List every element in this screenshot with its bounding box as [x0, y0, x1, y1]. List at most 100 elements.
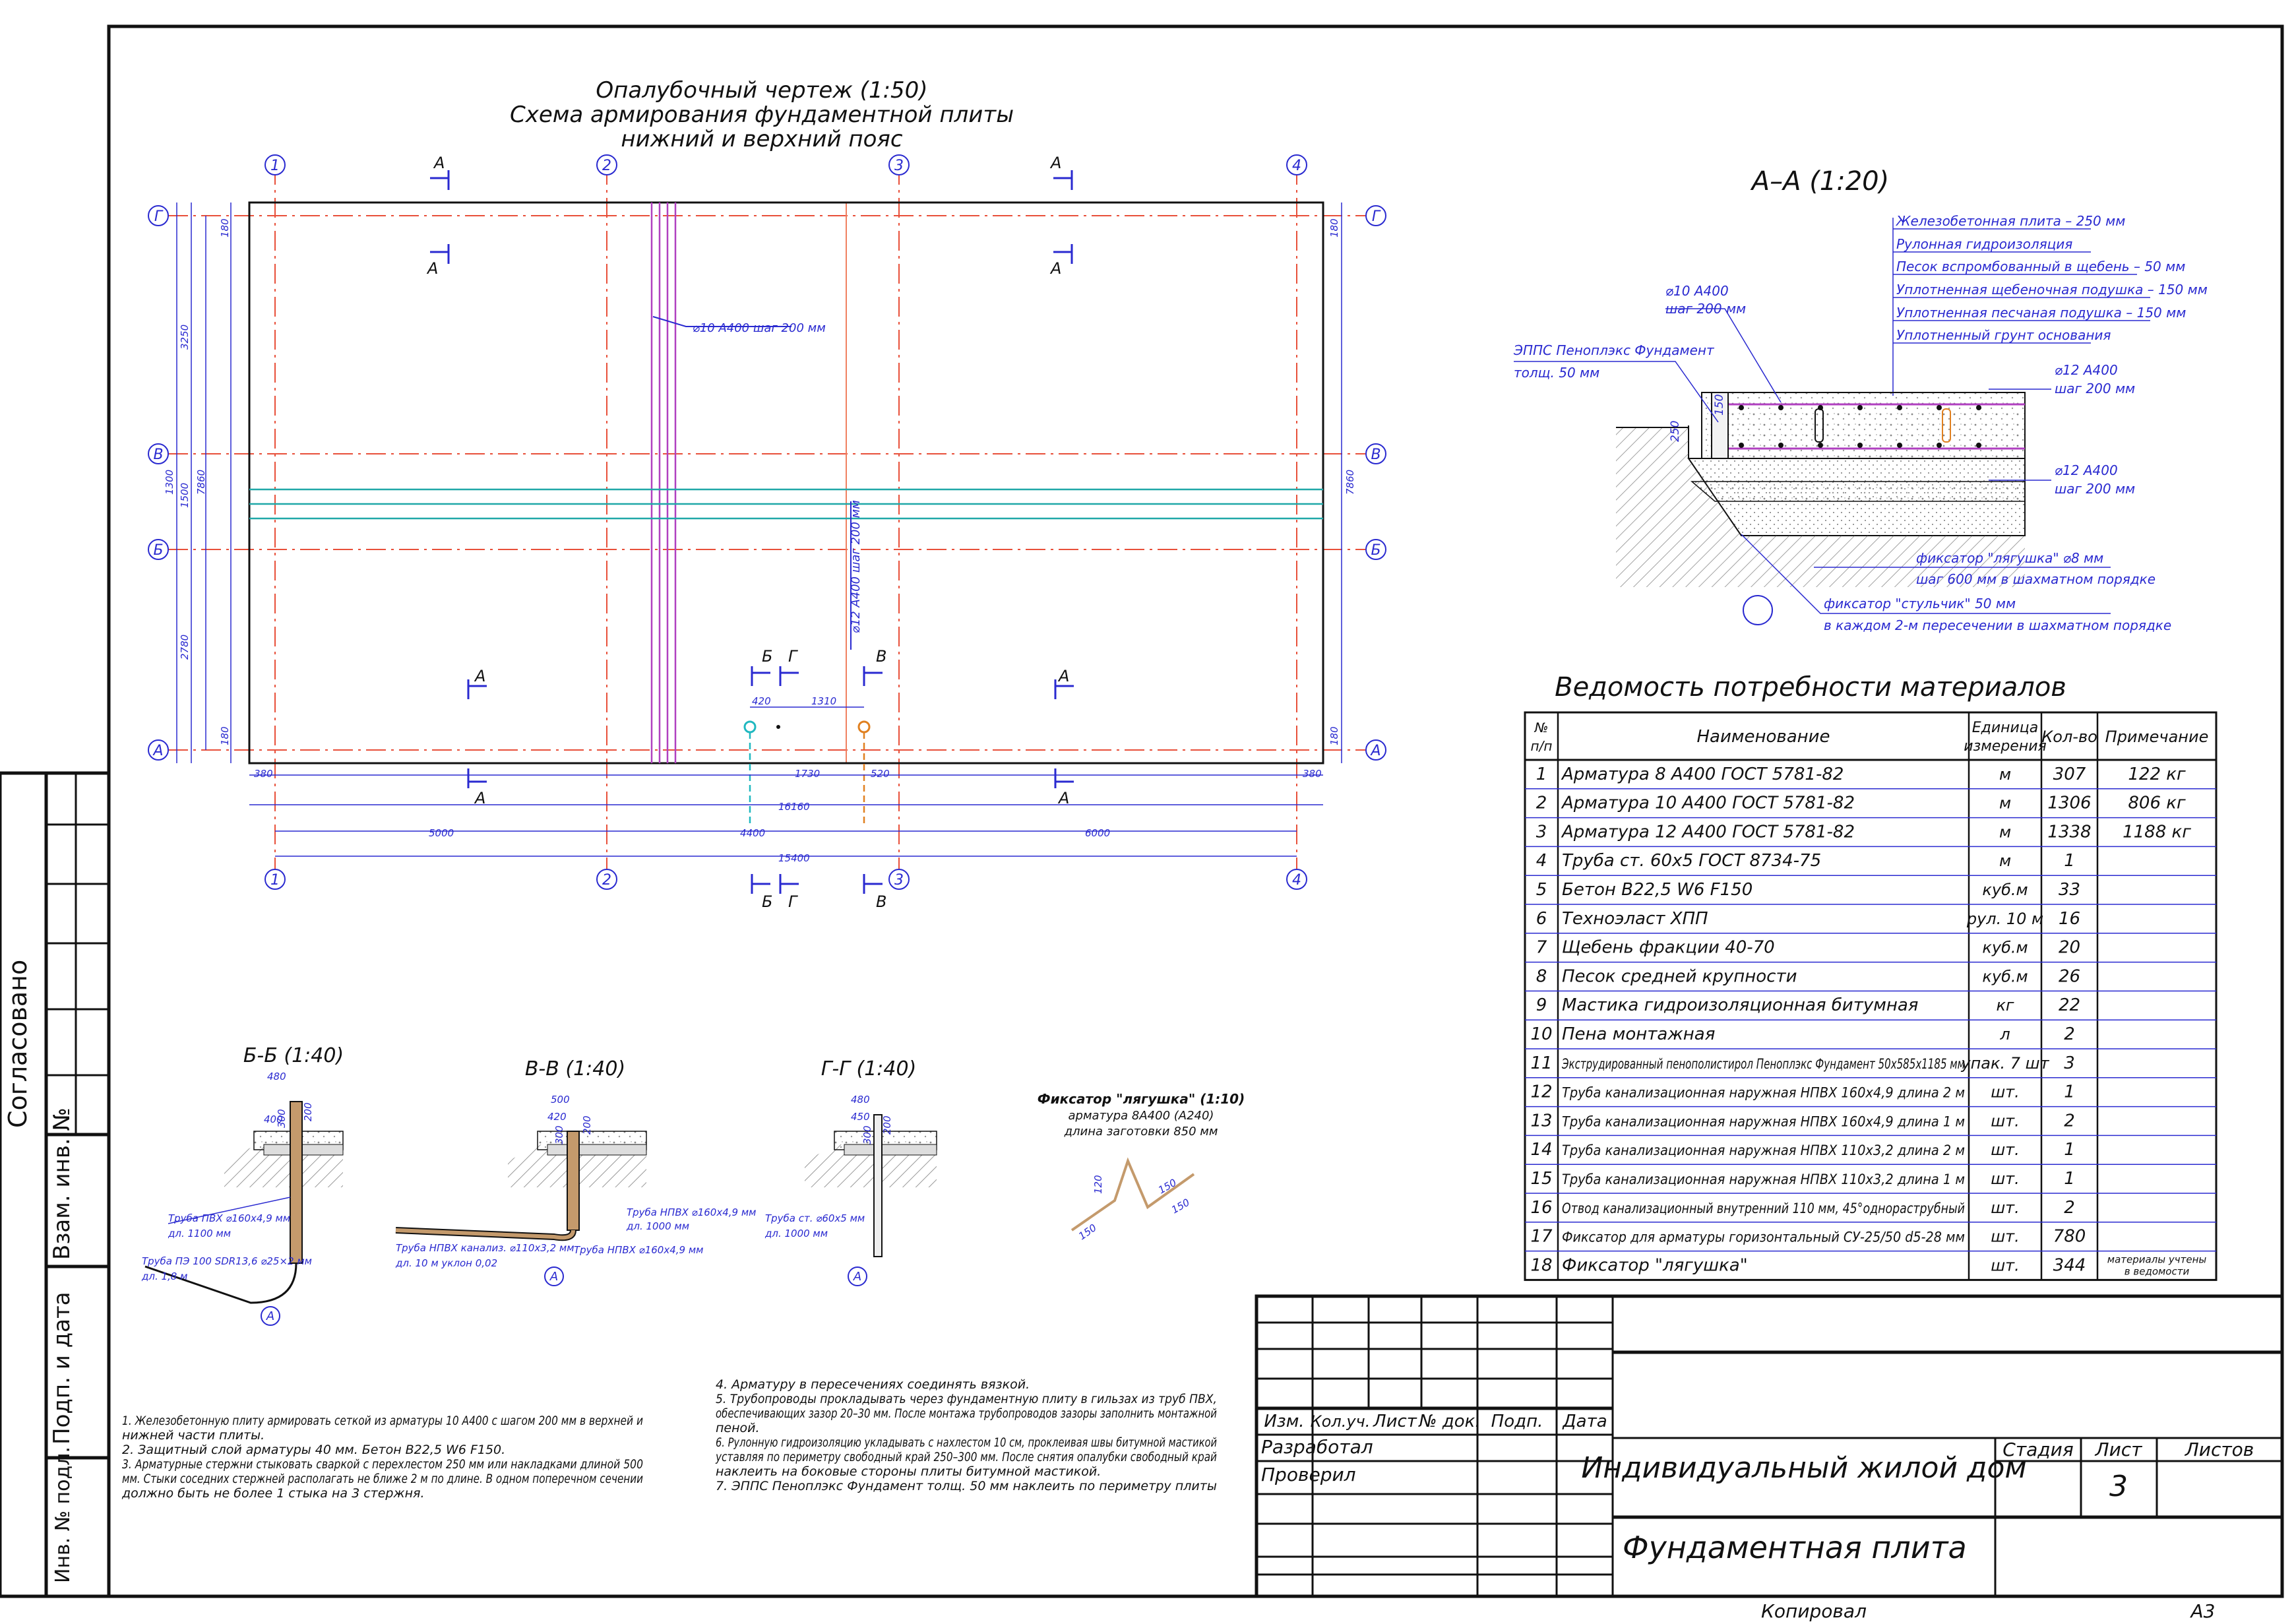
- table-cell-name: Фиксатор "лягушка": [1562, 1255, 1748, 1275]
- tb-format: А3: [2190, 1600, 2216, 1622]
- bb-axis: А: [266, 1309, 274, 1323]
- tb-list: Лист: [1373, 1412, 1417, 1431]
- sec-a-8: А: [1057, 789, 1069, 807]
- table-header: Кол-во: [2041, 728, 2097, 746]
- note-line: мм. Стыки соседних стержней располагать …: [122, 1472, 643, 1486]
- dim-pipe-2: 1310: [811, 695, 836, 707]
- aa-rebar-top-2: шаг 200 мм: [2055, 381, 2135, 396]
- note-line: нижней части плиты.: [122, 1428, 264, 1443]
- table-cell-qty: 1: [2064, 1140, 2075, 1160]
- gg-title: Г-Г (1:40): [821, 1057, 917, 1080]
- tb-list-num: 3: [2109, 1470, 2128, 1503]
- aa-fix2-a: фиксатор "стульчик" 50 мм: [1824, 596, 2016, 611]
- table-cell-unit: кг: [1996, 996, 2014, 1015]
- sec-a-7: А: [1057, 667, 1069, 685]
- note-line: пеной.: [716, 1421, 760, 1435]
- aa-dim-150: 150: [1713, 394, 1726, 416]
- table-cell-qty: 1: [2064, 1169, 2075, 1189]
- table-cell-num: 3: [1536, 822, 1547, 842]
- tb-stadiya: Стадия: [2002, 1439, 2073, 1460]
- aa-rebar-bot-1: ⌀12 А400: [2055, 462, 2118, 478]
- rebar-note-10: ⌀10 А400 шаг 200 мм: [693, 321, 826, 335]
- bb-note-1b: дл. 1100 мм: [168, 1228, 231, 1239]
- table-cell-num: 10: [1530, 1024, 1552, 1044]
- note-line: должно быть не более 1 стыка на 3 стержн…: [121, 1486, 425, 1501]
- aa-rebar-bot-2: шаг 200 мм: [2055, 481, 2135, 497]
- tb-data: Дата: [1562, 1412, 1607, 1431]
- table-cell-unit: шт.: [1991, 1199, 2020, 1217]
- note-line: 4. Арматуру в пересечениях соединять вяз…: [716, 1377, 1030, 1392]
- table-cell-unit: шт.: [1991, 1083, 2020, 1102]
- section-markers: [430, 170, 1074, 894]
- table-cell-note: в ведомости: [2125, 1265, 2190, 1277]
- axis-b-right: Б: [1371, 542, 1381, 559]
- table-cell-qty: 2: [2064, 1198, 2075, 1218]
- plan-title-3: нижний и верхний пояс: [621, 126, 902, 152]
- gg-axis: А: [853, 1270, 861, 1284]
- table-cell-name: Бетон В22,5 W6 F150: [1562, 880, 1753, 900]
- layer-2: Рулонная гидроизоляция: [1896, 236, 2072, 252]
- vv-title: В-В (1:40): [525, 1057, 625, 1080]
- table-cell-name: Пена монтажная: [1562, 1024, 1715, 1044]
- table-cell-unit: шт.: [1991, 1170, 2020, 1188]
- table-cell-num: 15: [1530, 1169, 1552, 1189]
- note-line: наклеить на боковые стороны плиты битумн…: [716, 1464, 1101, 1479]
- table-cell-num: 12: [1530, 1082, 1552, 1102]
- gg-dim-1: 480: [851, 1094, 870, 1106]
- table-cell-num: 17: [1530, 1227, 1553, 1247]
- table-cell-name: Труба ст. 60х5 ГОСТ 8734-75: [1562, 851, 1821, 871]
- table-cell-num: 6: [1536, 909, 1547, 929]
- table-cell-unit: рул. 10 м: [1966, 910, 2043, 928]
- axis-bubbles: 1 2 3 4 1 2 3 4 Г В Б А Г В Б А: [148, 154, 1386, 890]
- table-cell-name: Труба канализационная наружная НПВХ 160х…: [1562, 1085, 1965, 1101]
- tb-ndok: № док.: [1417, 1412, 1480, 1431]
- table-cell-num: 9: [1536, 995, 1547, 1015]
- table-cell-unit: м: [1999, 852, 2011, 870]
- fix-line-1: арматура 8А400 (А240): [1069, 1109, 1214, 1123]
- aa-fix1-a: фиксатор "лягушка" ⌀8 мм: [1916, 550, 2103, 566]
- axis-4-bot: 4: [1292, 872, 1301, 889]
- axis-2-top: 2: [602, 158, 611, 174]
- notes: 1. Железобетонную плиту армировать сетко…: [121, 1377, 1217, 1501]
- table-cell-num: 4: [1536, 851, 1547, 871]
- note-line: обеспечивающих зазор 20–30 мм. После мон…: [716, 1406, 1217, 1421]
- layer-6: Уплотненный грунт основания: [1896, 327, 2111, 343]
- dim-right-1: 180: [1328, 218, 1340, 237]
- dim-pipe-1: 420: [752, 695, 771, 707]
- dim-bot-4: 380: [1303, 768, 1322, 780]
- vv-dim-4: 200: [581, 1115, 593, 1135]
- sec-a-1: А: [433, 154, 445, 172]
- table-cell-name: Щебень фракции 40-70: [1562, 938, 1775, 958]
- tb-listov: Листов: [2185, 1439, 2254, 1460]
- table-header: измерения: [1964, 738, 2047, 755]
- bb-dim-1: 480: [267, 1071, 286, 1082]
- bb-dim-3: 300: [276, 1109, 288, 1128]
- dim-left-4: 7860: [195, 470, 207, 495]
- gg-dim-4: 200: [881, 1115, 893, 1135]
- table-cell-qty: 1: [2064, 851, 2075, 871]
- dim-total-2: 15400: [778, 852, 810, 864]
- bb-note-1: Труба ПВХ ⌀160х4,9 мм: [168, 1212, 290, 1224]
- note-line: 7. ЭППС Пеноплэкс Фундамент толщ. 50 мм …: [716, 1479, 1217, 1493]
- aa-rebar-left-2: шаг 200 мм: [1665, 301, 1746, 317]
- aa-rebar-left-1: ⌀10 А400: [1665, 283, 1729, 299]
- table-cell-note: 122 кг: [2128, 765, 2186, 784]
- table-cell-unit: м: [1999, 765, 2011, 784]
- tb-list-h: Лист: [2095, 1439, 2143, 1460]
- axis-v-right: В: [1371, 447, 1381, 463]
- sec-a-3: А: [1049, 154, 1061, 172]
- axis-3-top: 3: [894, 158, 904, 174]
- table-cell-unit: м: [1999, 823, 2011, 841]
- sec-a-6: А: [474, 789, 485, 807]
- vv-dim-3: 300: [553, 1125, 565, 1144]
- table-cell-name: Песок средней крупности: [1562, 966, 1797, 986]
- bb-note-2: Труба ПЭ 100 SDR13,6 ⌀25×2 мм: [142, 1255, 312, 1267]
- table-cell-unit: м: [1999, 794, 2011, 813]
- dim-bot-1: 380: [254, 768, 273, 780]
- vv-dim-2: 420: [547, 1111, 567, 1123]
- tb-izm: Изм.: [1264, 1412, 1304, 1431]
- table-cell-note: 1188 кг: [2123, 822, 2191, 842]
- table-cell-qty: 16: [2059, 909, 2080, 929]
- table-cell-unit: куб.м: [1982, 967, 2028, 985]
- dim-axes-1: 5000: [429, 827, 454, 839]
